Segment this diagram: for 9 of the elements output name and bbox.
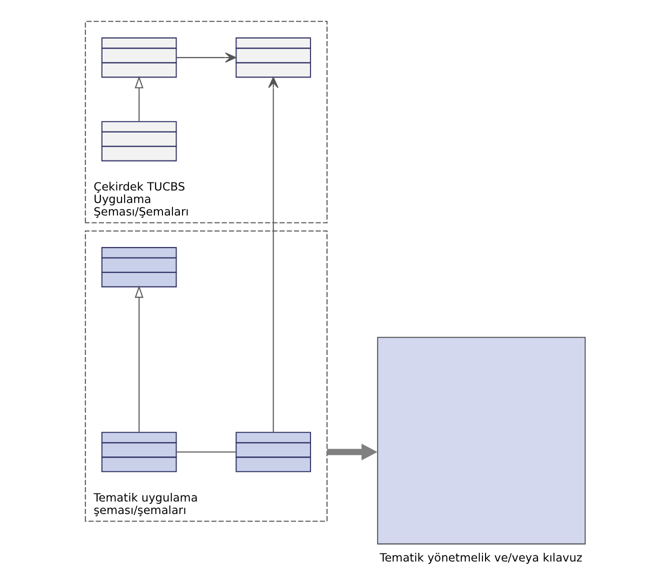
arrow [134,75,144,121]
node-label: Tematik yönetmelik ve/veya kılavuz [380,550,582,564]
arrow [134,284,144,432]
arrow [176,52,236,62]
cluster: Tematik uygulama şeması/şemaları [84,230,328,522]
arrow [327,443,378,460]
arrow [268,76,278,432]
connector [176,451,236,452]
cluster: Çekirdek TUCBS Uygulama Şeması/Şemaları [84,20,328,223]
